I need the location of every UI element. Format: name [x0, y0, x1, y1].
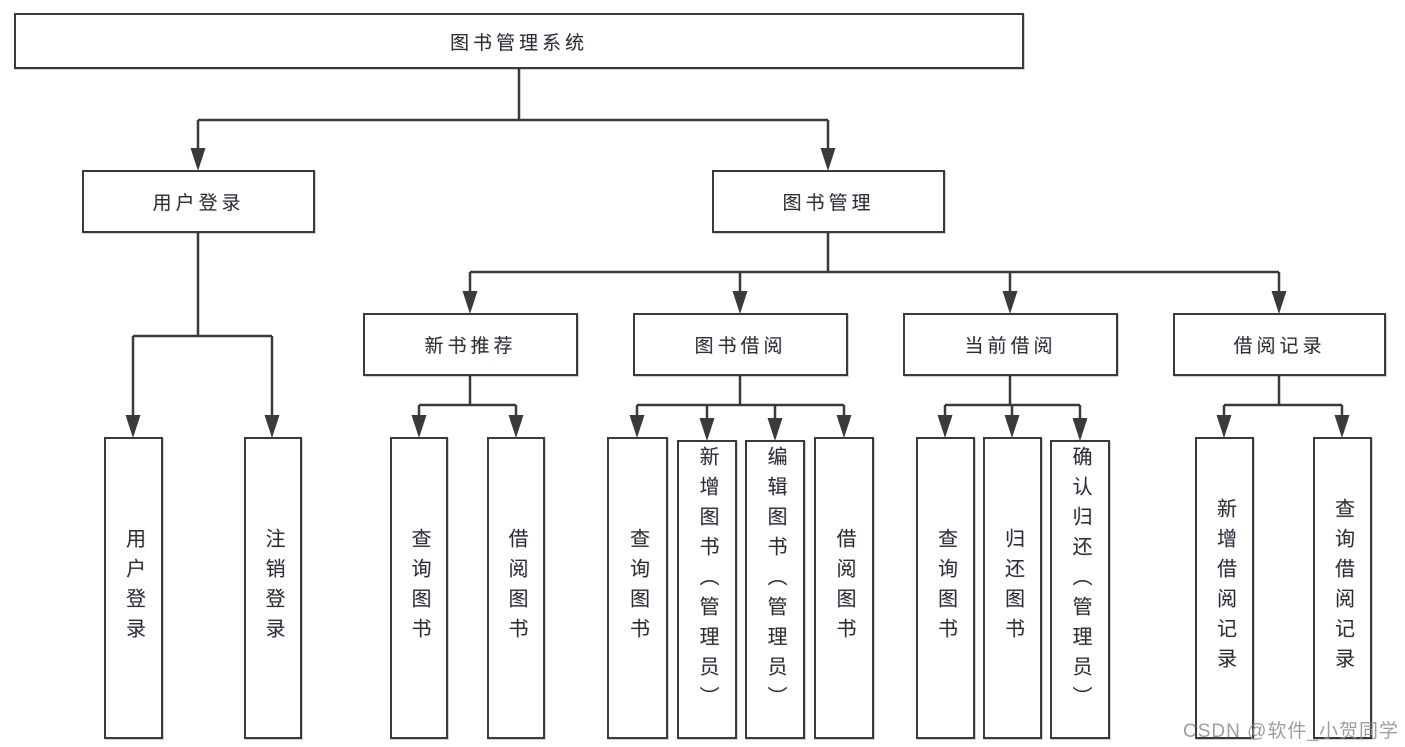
- node-book-borrow-label: 图书借阅: [694, 336, 787, 357]
- node-root-label: 图书管理系统: [449, 32, 588, 54]
- leaf-return-book-label: 归还图书: [1001, 528, 1024, 648]
- leaf-add-book-admin: 新增图书（管理员）: [677, 440, 737, 739]
- leaf-logout-label: 注销登录: [262, 528, 284, 648]
- leaf-borrow-book-label: 借阅图书: [833, 528, 855, 648]
- leaf-query-book-current-label: 查询图书: [934, 528, 957, 648]
- leaf-query-book-rec: 查询图书: [390, 437, 448, 739]
- leaf-query-book-borrow-label: 查询图书: [626, 528, 649, 648]
- watermark: CSDN @软件_小贺同学: [1183, 721, 1399, 742]
- node-user-login-label: 用户登录: [152, 193, 245, 214]
- leaf-query-borrow-record-label: 查询借阅记录: [1331, 498, 1354, 678]
- node-new-book-rec-label: 新书推荐: [424, 336, 517, 357]
- leaf-borrow-book: 借阅图书: [814, 437, 874, 739]
- leaf-add-borrow-record-label: 新增借阅记录: [1213, 498, 1236, 678]
- leaf-query-book-borrow: 查询图书: [607, 437, 668, 739]
- node-current-borrow: 当前借阅: [903, 313, 1118, 376]
- leaf-borrow-book-rec: 借阅图书: [487, 437, 545, 739]
- node-user-login: 用户登录: [82, 170, 315, 233]
- node-borrow-record-label: 借阅记录: [1233, 336, 1326, 357]
- node-borrow-record: 借阅记录: [1173, 313, 1386, 376]
- arrowhead-icons: [125, 148, 1350, 441]
- leaf-logout: 注销登录: [244, 437, 302, 739]
- leaf-query-book-rec-label: 查询图书: [408, 528, 430, 648]
- leaf-add-borrow-record: 新增借阅记录: [1195, 437, 1254, 739]
- leaf-borrow-book-rec-label: 借阅图书: [505, 528, 527, 648]
- leaf-user-login: 用户登录: [104, 437, 163, 739]
- leaf-edit-book-admin-label: 编辑图书（管理员）: [764, 446, 786, 716]
- leaf-edit-book-admin: 编辑图书（管理员）: [745, 440, 805, 739]
- node-book-borrow: 图书借阅: [633, 313, 848, 376]
- node-root: 图书管理系统: [14, 13, 1024, 69]
- leaf-query-book-current: 查询图书: [916, 437, 975, 739]
- leaf-confirm-return-admin: 确认归还（管理员）: [1050, 440, 1110, 739]
- leaf-return-book: 归还图书: [983, 437, 1042, 739]
- node-book-mgmt-label: 图书管理: [782, 193, 875, 214]
- node-new-book-rec: 新书推荐: [363, 313, 578, 376]
- node-current-borrow-label: 当前借阅: [964, 336, 1057, 357]
- leaf-confirm-return-admin-label: 确认归还（管理员）: [1069, 446, 1091, 716]
- node-book-mgmt: 图书管理: [712, 170, 945, 233]
- leaf-add-book-admin-label: 新增图书（管理员）: [696, 446, 718, 716]
- leaf-user-login-label: 用户登录: [122, 528, 145, 648]
- leaf-query-borrow-record: 查询借阅记录: [1313, 437, 1372, 739]
